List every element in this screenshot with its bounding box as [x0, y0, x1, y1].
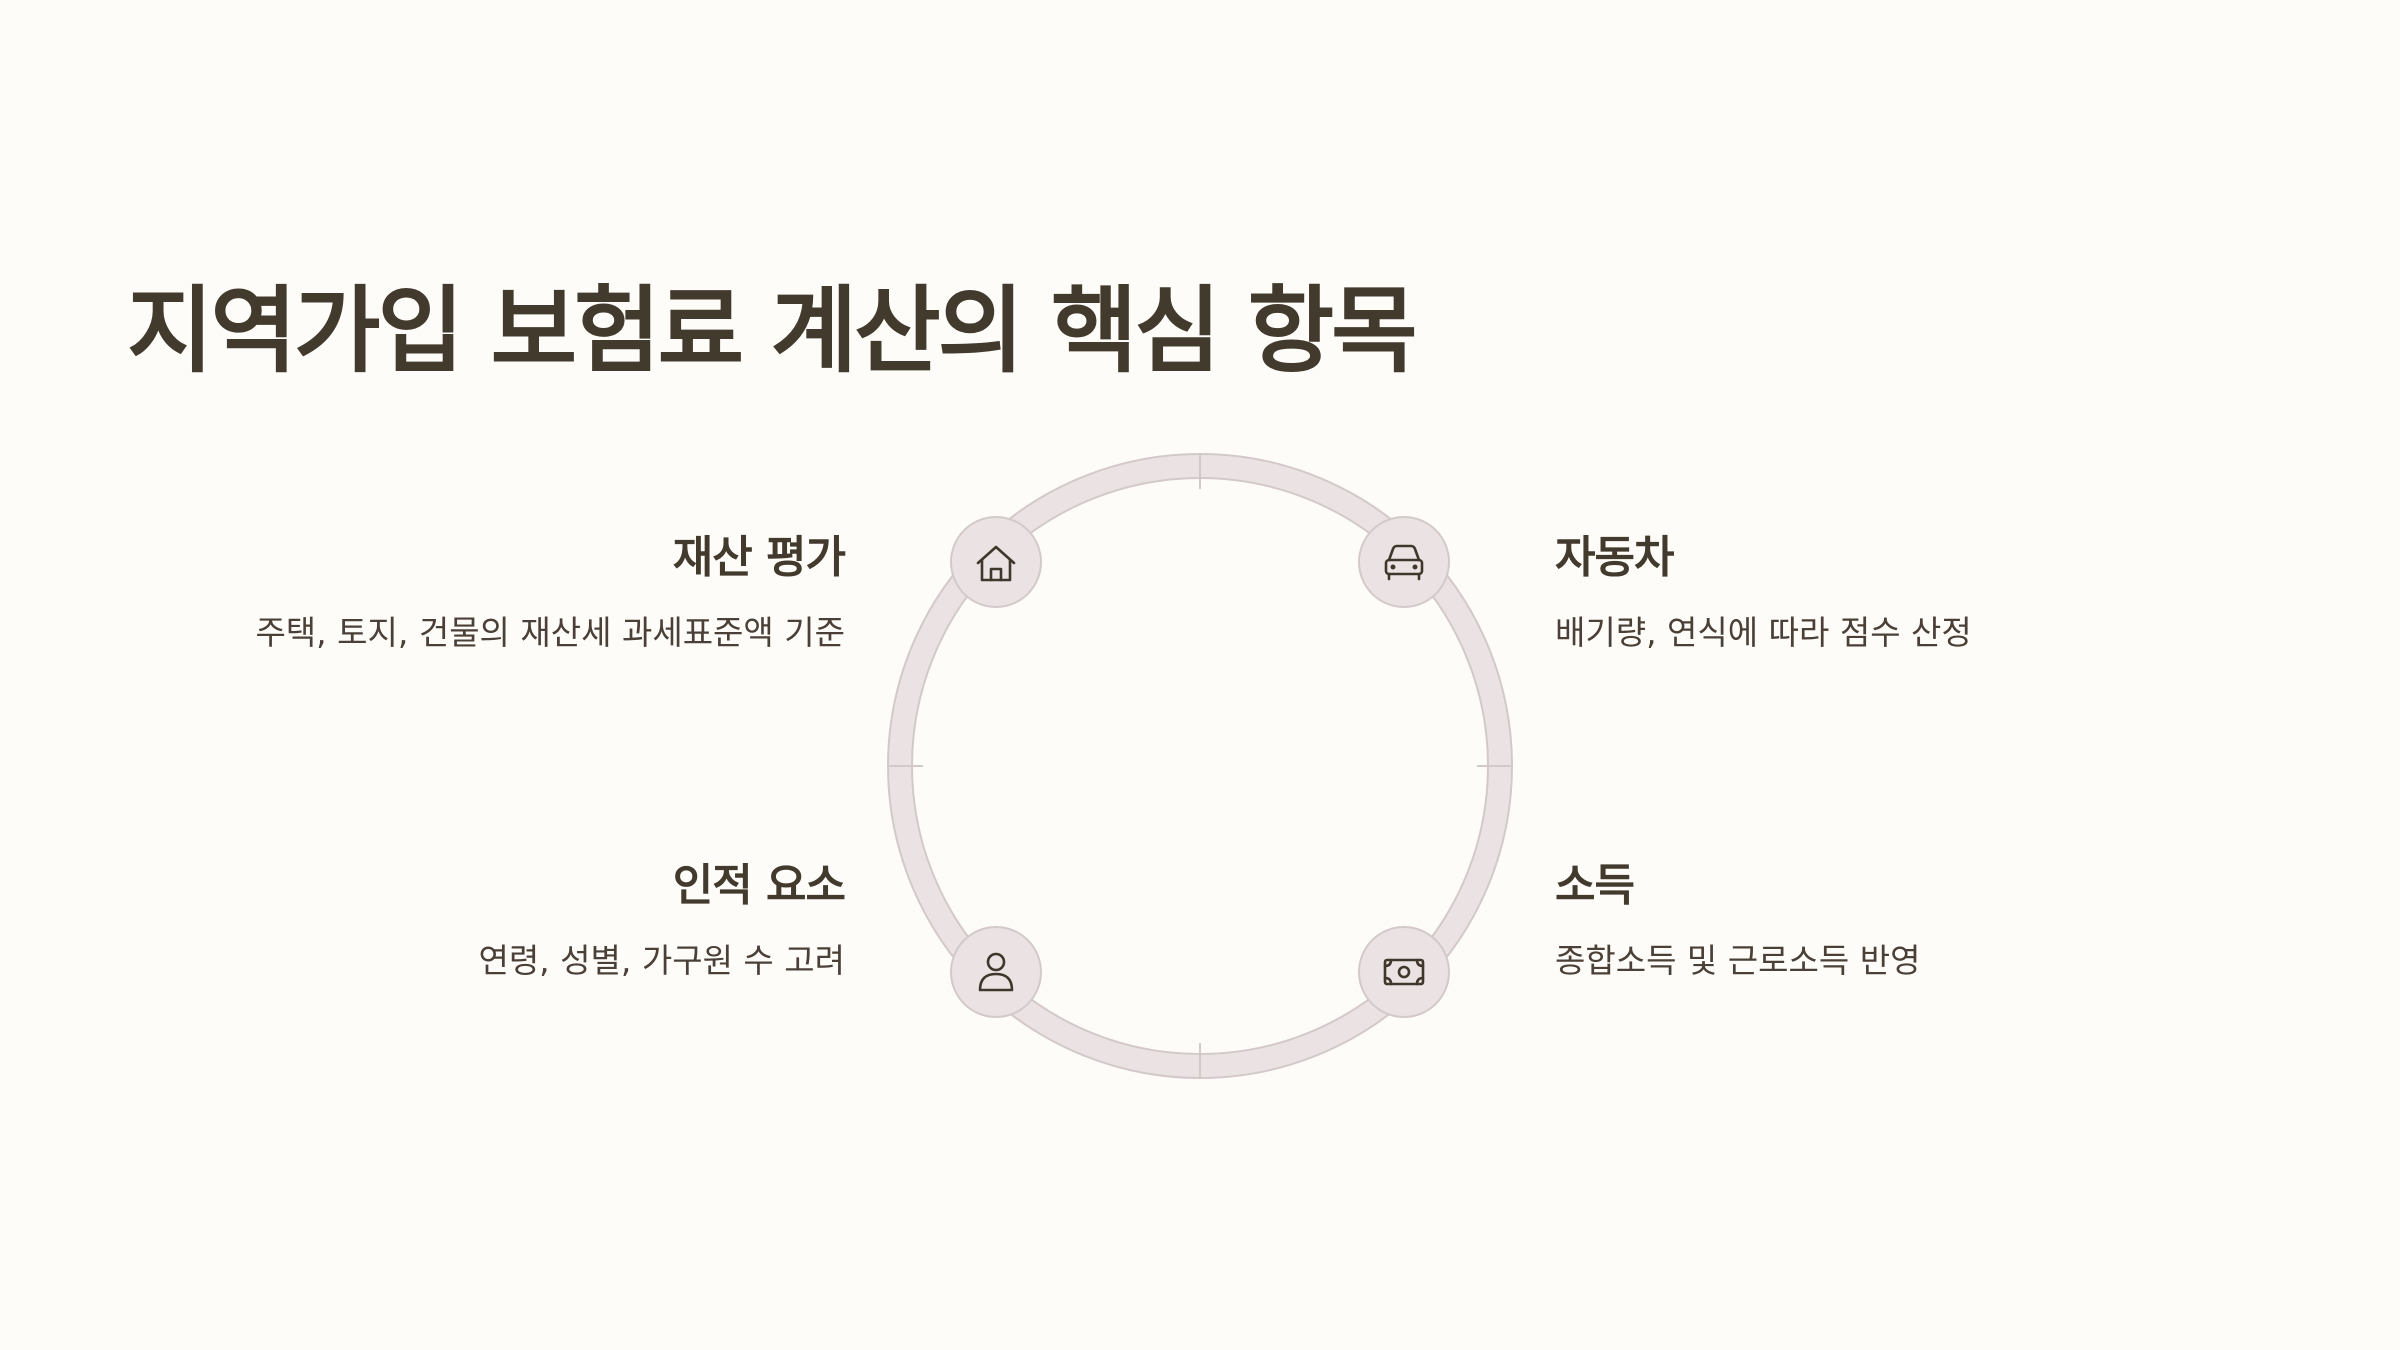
car-icon — [1384, 544, 1424, 581]
item-income-desc: 종합소득 및 근로소득 반영 — [1555, 941, 1921, 980]
item-car: 자동차 배기량, 연식에 따라 점수 산정 — [1555, 528, 2175, 656]
item-car-desc: 배기량, 연식에 따라 점수 산정 — [1555, 613, 1972, 652]
item-property: 재산 평가 주택, 토지, 건물의 재산세 과세표준액 기준 — [225, 528, 846, 656]
node-personal — [950, 926, 1042, 1018]
cycle-ring — [887, 453, 1513, 1079]
node-car — [1358, 516, 1450, 608]
item-personal-desc: 연령, 성별, 가구원 수 고려 — [478, 941, 845, 980]
item-income: 소득 종합소득 및 근로소득 반영 — [1555, 856, 2175, 984]
page-title: 지역가입 보험료 계산의 핵심 항목 — [127, 277, 1418, 386]
item-property-desc: 주택, 토지, 건물의 재산세 과세표준액 기준 — [255, 613, 845, 652]
item-personal-heading: 인적 요소 — [672, 860, 846, 911]
node-property — [950, 516, 1042, 608]
house-icon — [976, 545, 1016, 582]
item-car-heading: 자동차 — [1555, 532, 1674, 583]
node-income — [1358, 926, 1450, 1018]
person-icon — [978, 952, 1014, 992]
money-icon — [1383, 958, 1425, 986]
item-property-heading: 재산 평가 — [672, 532, 846, 583]
item-income-heading: 소득 — [1555, 860, 1635, 911]
item-personal: 인적 요소 연령, 성별, 가구원 수 고려 — [225, 856, 846, 984]
